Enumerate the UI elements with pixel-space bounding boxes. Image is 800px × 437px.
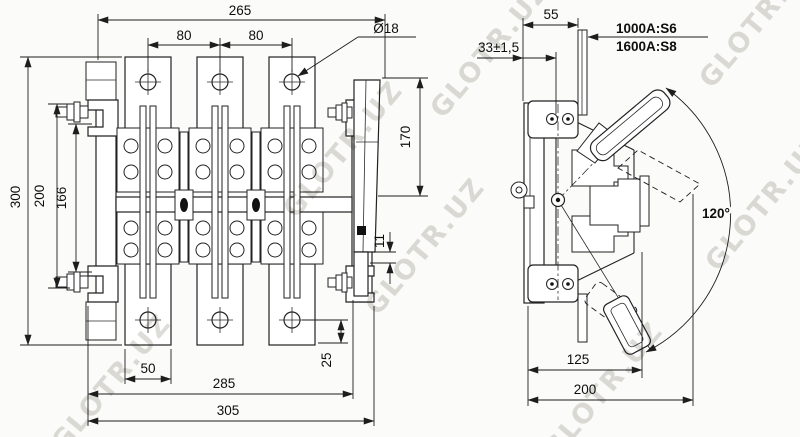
side-view: 120° 55 33±1,5 1000A:S6 1600A:S8 125 <box>477 7 732 406</box>
dim-handle-depth: 125 <box>567 352 590 367</box>
left-rail <box>55 61 119 341</box>
watermark-text: GLOTR.UZ <box>699 128 800 277</box>
mounting-plate <box>510 100 579 304</box>
front-view-dimensions: 265 80 80 Ø18 300 200 166 <box>8 3 428 426</box>
mounting-bolt <box>55 101 89 123</box>
switch-crossbar <box>115 131 353 263</box>
dim-top-depth: 55 <box>543 7 558 22</box>
dim-arm-height: 170 <box>398 126 413 149</box>
knife-blades <box>139 105 301 299</box>
dim-bar-width: 50 <box>140 361 155 376</box>
dim-mount-width: 285 <box>213 376 236 391</box>
mounting-bolt <box>327 102 353 123</box>
swing-arc: 120° <box>645 87 732 353</box>
dim-window-height: 166 <box>54 187 69 210</box>
dim-hole-diameter: Ø18 <box>373 21 399 36</box>
rating-label-1000a: 1000A:S6 <box>616 21 677 36</box>
mounting-bolt <box>55 271 89 293</box>
pole-3 <box>260 56 324 346</box>
latch <box>510 181 535 209</box>
dim-gap: 11 <box>372 234 387 248</box>
dim-mount-height: 200 <box>32 185 47 208</box>
front-view: 265 80 80 Ø18 300 200 166 <box>8 3 428 426</box>
rating-label-1600a: 1600A:S8 <box>616 39 677 54</box>
pole-2 <box>188 56 252 346</box>
dim-overall-depth: 200 <box>574 382 597 397</box>
dim-plate-depth: 33±1,5 <box>478 40 519 55</box>
watermark-text: GLOTR.UZ <box>693 0 800 94</box>
dim-swing-angle: 120° <box>702 206 730 221</box>
terminal-blade-bottom <box>577 293 588 343</box>
dim-overall-height: 300 <box>8 186 23 209</box>
watermark-text: GLOTR.UZ <box>537 316 669 437</box>
dim-hole-offset: 25 <box>319 352 334 367</box>
pole-1 <box>116 56 180 346</box>
handle-off <box>584 281 651 355</box>
dim-overall-width: 305 <box>217 403 240 418</box>
mounting-bolt <box>327 272 353 293</box>
dim-pitch-left: 80 <box>176 28 191 43</box>
dim-pitch-right: 80 <box>248 28 263 43</box>
handle-on <box>576 89 671 164</box>
terminal-blade-top <box>577 29 588 116</box>
dim-top-width: 265 <box>229 3 252 18</box>
side-body <box>555 111 650 292</box>
side-view-dimensions: 55 33±1,5 1000A:S6 1600A:S8 125 200 <box>477 7 708 406</box>
